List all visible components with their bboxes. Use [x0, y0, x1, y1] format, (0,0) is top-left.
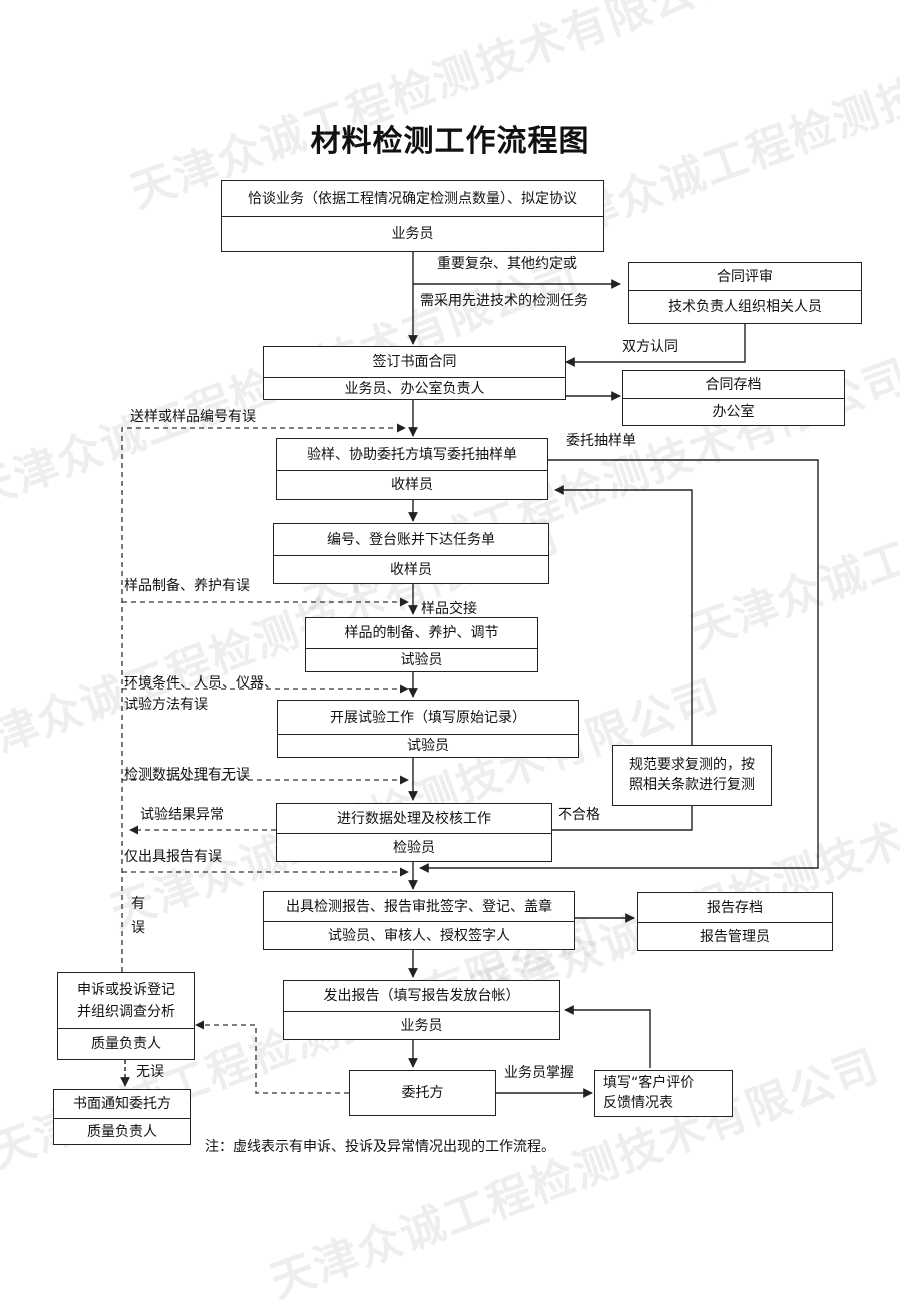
negotiate-business-box: 恰谈业务（依据工程情况确定检测点数量）、拟定协议 业务员 [221, 180, 604, 252]
contract-review-box: 合同评审 技术负责人组织相关人员 [628, 262, 862, 324]
retest-box: 规范要求复测的，按 照相关条款进行复测 [612, 745, 772, 806]
flow-connectors [120, 252, 819, 1098]
both-agree-label: 双方认同 [622, 339, 678, 355]
contract-review-role: 技术负责人组织相关人员 [668, 299, 822, 315]
numbering-role: 收样员 [390, 561, 432, 578]
sign-contract-text: 签订书面合同 [264, 347, 565, 378]
no-error-label: 无误 [136, 1064, 164, 1080]
entrust-sheet-label: 委托抽样单 [566, 433, 636, 449]
handover-label: 样品交接 [421, 601, 477, 617]
error-label: 误 [131, 920, 145, 936]
unqualified-label: 不合格 [558, 807, 600, 823]
footnote: 注：虚线表示有申诉、投诉及异常情况出现的工作流程。 [205, 1139, 555, 1155]
issue-report-role: 业务员 [400, 1017, 443, 1034]
sample-prep-box: 样品的制备、养护、调节 试验员 [305, 617, 538, 672]
page-title: 材料检测工作流程图 [310, 124, 590, 159]
notify-role: 质量负责人 [87, 1123, 157, 1140]
sign-contract-box: 签订书面合同 业务员、办公室负责人 [263, 346, 566, 400]
complaint-line2: 并组织调查分析 [77, 1003, 175, 1020]
inspect-sample-text: 验样、协助委托方填写委托抽样单 [277, 439, 547, 471]
numbering-text: 编号、登台账并下达任务单 [274, 524, 548, 556]
retest-line1: 规范要求复测的，按 [629, 757, 755, 773]
retest-line2: 照相关条款进行复测 [629, 777, 755, 793]
data-processing-text: 进行数据处理及校核工作 [277, 804, 551, 834]
feedback-line1: 填写“客户评价 [603, 1075, 695, 1091]
inspect-sample-role: 收样员 [391, 477, 433, 493]
issue-report-text: 发出报告（填写报告发放台帐） [284, 981, 559, 1012]
sales-grasp-label: 业务员掌握 [504, 1065, 574, 1081]
sample-number-error-label: 送样或样品编号有误 [130, 409, 256, 425]
numbering-box: 编号、登台账并下达任务单 收样员 [273, 523, 549, 584]
testing-box: 开展试验工作（填写原始记录） 试验员 [277, 700, 579, 758]
complex-task-label-1: 重要复杂、其他约定或 [437, 256, 577, 272]
sign-contract-role: 业务员、办公室负责人 [344, 380, 485, 397]
contract-archive-role: 办公室 [712, 404, 755, 420]
env-error-label-1: 环境条件、人员、仪器、 [124, 675, 278, 691]
client-box: 委托方 [349, 1070, 496, 1116]
negotiate-business-text: 恰谈业务（依据工程情况确定检测点数量）、拟定协议 [222, 181, 603, 217]
has-label: 有 [131, 896, 145, 912]
sample-prep-role: 试验员 [400, 652, 443, 668]
env-error-label-2: 试验方法有误 [124, 697, 208, 713]
issue-report-box: 发出报告（填写报告发放台帐） 业务员 [283, 980, 560, 1040]
report-archive-role: 报告管理员 [700, 928, 770, 945]
prep-error-label: 样品制备、养护有误 [124, 578, 250, 594]
complex-task-label-2: 需采用先进技术的检测任务 [420, 293, 588, 309]
complaint-line1: 申诉或投诉登记 [77, 981, 175, 998]
report-error-label: 仅出具报告有误 [124, 849, 222, 865]
testing-role: 试验员 [407, 738, 449, 754]
report-archive-text: 报告存档 [638, 893, 832, 923]
notify-text: 书面通知委托方 [54, 1090, 190, 1119]
complaint-role: 质量负责人 [91, 1036, 161, 1052]
client-text: 委托方 [401, 1085, 444, 1101]
inspect-sample-box: 验样、协助委托方填写委托抽样单 收样员 [276, 438, 548, 500]
feedback-line2: 反馈情况表 [603, 1095, 673, 1111]
data-processing-role: 检验员 [393, 839, 435, 856]
result-abnormal-label: 试验结果异常 [140, 807, 224, 823]
testing-text: 开展试验工作（填写原始记录） [278, 701, 578, 735]
report-role: 试验员、审核人、授权签字人 [328, 927, 510, 944]
notify-box: 书面通知委托方 质量负责人 [53, 1089, 191, 1145]
complaint-box: 申诉或投诉登记 并组织调查分析 质量负责人 [57, 972, 195, 1060]
contract-review-text: 合同评审 [629, 263, 861, 291]
report-archive-box: 报告存档 报告管理员 [637, 892, 833, 951]
feedback-box: 填写“客户评价 反馈情况表 [594, 1070, 733, 1117]
sample-prep-text: 样品的制备、养护、调节 [306, 618, 537, 649]
data-error-label: 检测数据处理有无误 [124, 767, 250, 783]
negotiate-business-role: 业务员 [391, 226, 434, 242]
report-box: 出具检测报告、报告审批签字、登记、盖章 试验员、审核人、授权签字人 [263, 891, 575, 950]
report-text: 出具检测报告、报告审批签字、登记、盖章 [264, 892, 574, 922]
contract-archive-text: 合同存档 [623, 371, 844, 399]
data-processing-box: 进行数据处理及校核工作 检验员 [276, 803, 552, 862]
contract-archive-box: 合同存档 办公室 [622, 370, 845, 426]
